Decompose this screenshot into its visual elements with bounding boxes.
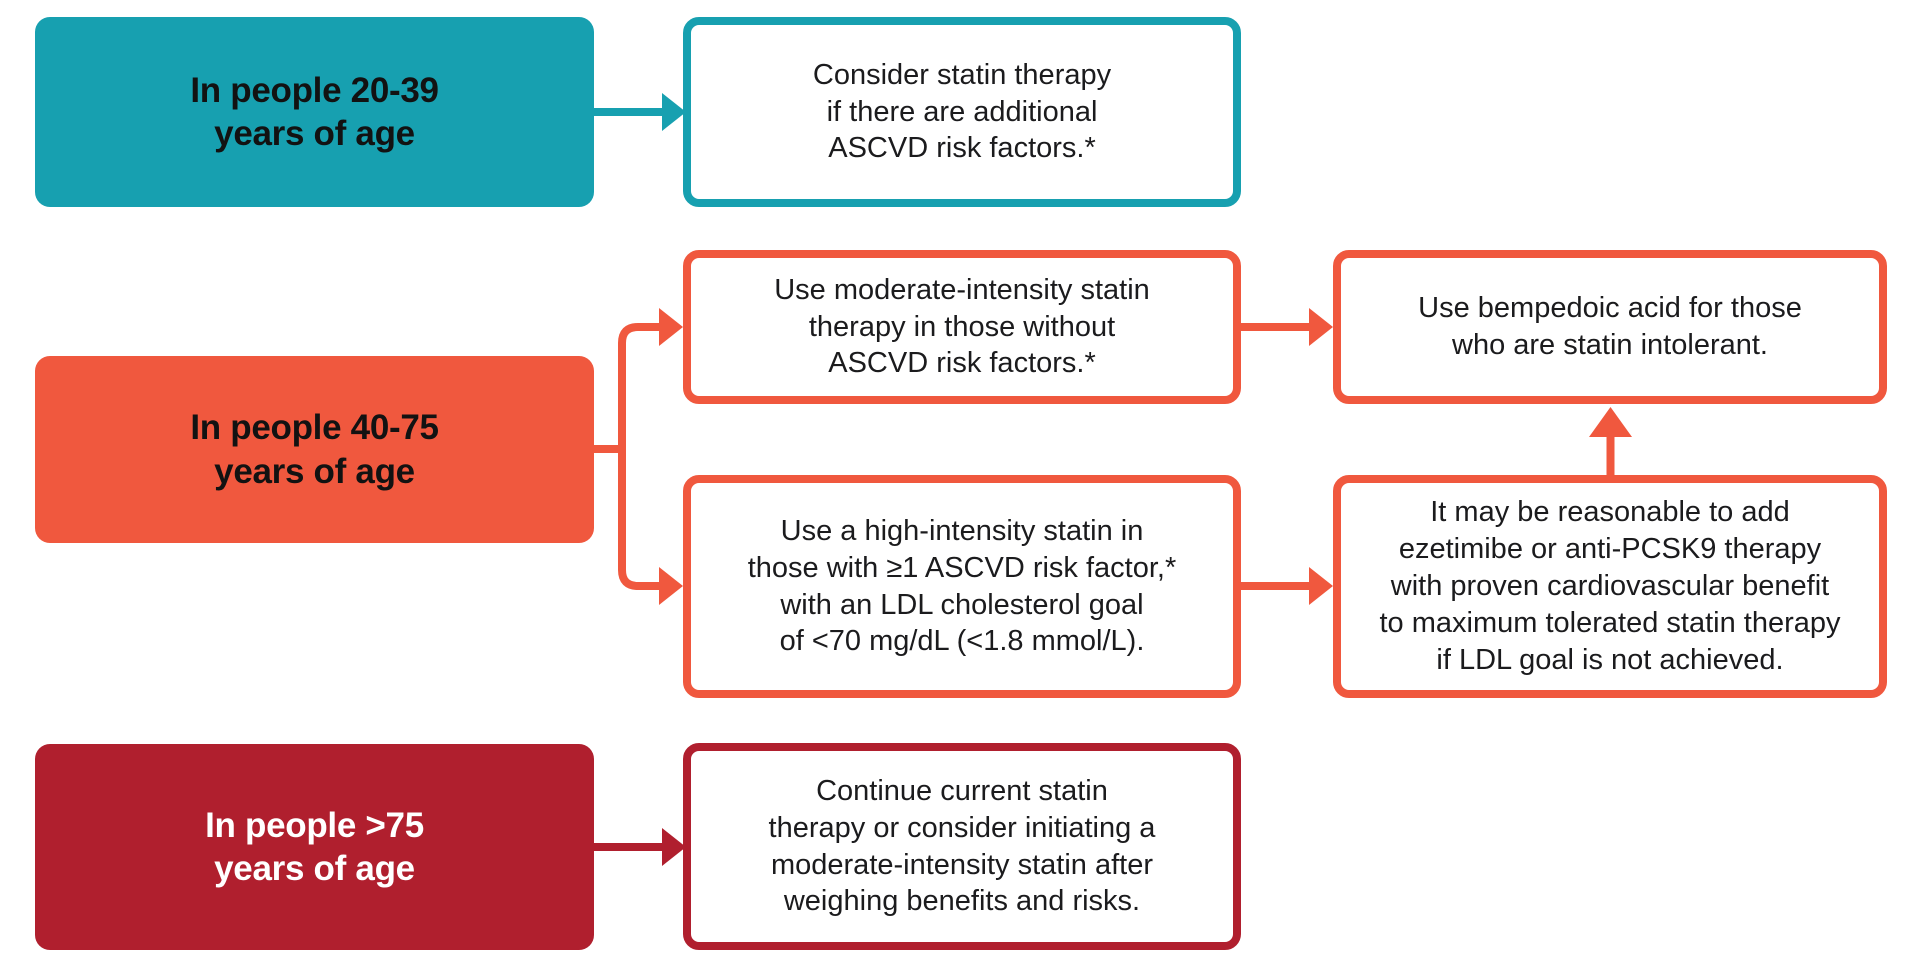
outcome-text-bempedoic-acid: Use bempedoic acid for those who are sta… xyxy=(1418,292,1802,361)
recommendation-box-20-39: Consider statin therapy if there are add… xyxy=(683,17,1241,207)
branch-text-moderate-intensity: Use moderate-intensity statin therapy in… xyxy=(774,273,1150,380)
age-box-20-39-label: In people 20-39 years of age xyxy=(190,70,439,153)
branch-box-moderate-intensity: Use moderate-intensity statin therapy in… xyxy=(683,250,1241,404)
outcome-box-ezetimibe-pcsk9: It may be reasonable to add ezetimibe or… xyxy=(1333,475,1887,698)
recommendation-text-over-75: Continue current statin therapy or consi… xyxy=(768,774,1156,918)
age-box-40-75: In people 40-75 years of age xyxy=(35,356,594,543)
arrow-right-icon xyxy=(1236,567,1333,605)
age-box-20-39: In people 20-39 years of age xyxy=(35,17,594,207)
arrow-right-icon xyxy=(1236,308,1333,346)
age-box-over-75-label: In people >75 years of age xyxy=(205,805,424,888)
outcome-box-bempedoic-acid: Use bempedoic acid for those who are sta… xyxy=(1333,250,1887,404)
age-box-over-75: In people >75 years of age xyxy=(35,744,594,950)
arrow-right-icon xyxy=(591,828,686,866)
branch-text-high-intensity: Use a high-intensity statin in those wit… xyxy=(747,514,1177,658)
arrow-right-icon xyxy=(591,93,686,131)
recommendation-box-over-75: Continue current statin therapy or consi… xyxy=(683,743,1241,950)
recommendation-text-20-39: Consider statin therapy if there are add… xyxy=(812,58,1112,165)
outcome-text-ezetimibe-pcsk9: It may be reasonable to add ezetimibe or… xyxy=(1379,496,1841,676)
branch-box-high-intensity: Use a high-intensity statin in those wit… xyxy=(683,475,1241,698)
branch-connector-icon xyxy=(590,308,683,605)
arrow-up-icon xyxy=(1589,407,1632,477)
age-box-40-75-label: In people 40-75 years of age xyxy=(190,408,439,491)
